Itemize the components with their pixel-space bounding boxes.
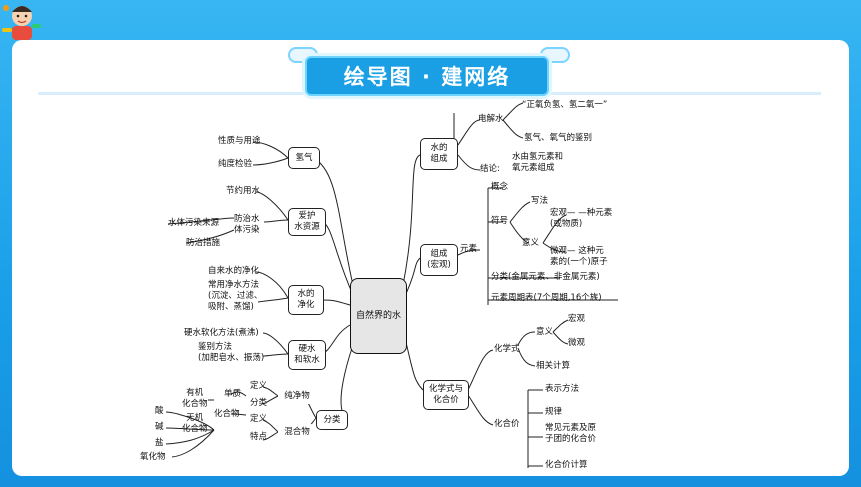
hardness-node: 硬水 和软水: [288, 340, 326, 370]
mind-map: 自然界的水 氢气 性质与用途 纯度检验 爱护 水资源 节约用水 防治水 体污染 …: [138, 100, 622, 473]
mixture-item: 定义: [250, 414, 268, 424]
symbol-node: 符号: [491, 216, 509, 226]
pure-item: 定义: [250, 381, 268, 391]
classification-node: 分类(金属元素、非金属元素): [491, 272, 600, 282]
purify-item: 常用净水方法 (沉淀、过滤、 吸附、蒸馏): [208, 280, 263, 312]
calc-node: 相关计算: [536, 361, 571, 371]
macro-meaning: 宏观— —种元素 (或物质): [550, 208, 613, 229]
pure-item: 分类: [250, 398, 268, 408]
hydrogen-node: 氢气: [288, 147, 320, 169]
mixture-node: 混合物: [278, 424, 316, 440]
concept-node: 概念: [491, 182, 509, 192]
electrolysis-node: 电解水: [478, 114, 504, 124]
center-node: 自然界的水: [350, 278, 407, 354]
writing-node: 写法: [531, 196, 549, 206]
mind-map-connectors: [165, 102, 618, 468]
acid-node: 酸: [155, 406, 164, 416]
hardness-item: 鉴别方法 (加肥皂水、振荡): [198, 342, 265, 363]
valence-node: 化合价: [494, 419, 520, 429]
base-node: 碱: [155, 422, 164, 432]
hardness-item: 硬水软化方法(煮沸): [184, 328, 259, 338]
macro-node: 宏观: [568, 314, 586, 324]
macro-composition-node: 组成 (宏观): [420, 244, 458, 276]
compound-node: 化合物: [214, 409, 240, 419]
oxide-node: 氧化物: [140, 452, 166, 462]
valence-item: 化合价计算: [545, 460, 588, 470]
protect-item: 水体污染来源: [168, 218, 220, 228]
mixture-item: 特点: [250, 432, 268, 442]
inorganic-node: 无机 化合物: [182, 413, 208, 434]
purify-item: 自来水的净化: [208, 266, 260, 276]
section-title: 绘导图 · 建网络: [305, 56, 549, 96]
purify-node: 水的 净化: [288, 285, 324, 315]
salt-node: 盐: [155, 438, 164, 448]
conclusion-text: 水由氢元素和 氧元素组成: [512, 152, 564, 173]
protect-item: 节约用水: [226, 186, 261, 196]
valence-item: 规律: [545, 407, 563, 417]
pure-substance-node: 纯净物: [278, 388, 316, 404]
electrolysis-item: “正氧负氢、氢二氧一”: [522, 100, 608, 110]
valence-item: 表示方法: [545, 384, 580, 394]
micro-meaning: 微观— 这种元 素的(一个)原子: [550, 246, 608, 267]
hydrogen-item: 纯度检验: [218, 159, 253, 169]
valence-item: 常见元素及原 子团的化合价: [545, 423, 597, 444]
elemental-node: 单质: [224, 389, 242, 399]
formula-valence-node: 化学式与 化合价: [423, 380, 469, 410]
micro-node: 微观: [568, 338, 586, 348]
formula-meaning-node: 意义: [536, 327, 554, 337]
meaning-node: 意义: [522, 238, 540, 248]
element-node: 元素: [460, 244, 478, 254]
protect-item: 防治水 体污染: [234, 214, 260, 235]
protect-water-node: 爱护 水资源: [288, 208, 326, 236]
section-title-text: 绘导图 · 建网络: [343, 65, 511, 89]
hydrogen-item: 性质与用途: [218, 136, 261, 146]
organic-node: 有机 化合物: [182, 388, 208, 409]
chem-formula-node: 化学式: [494, 344, 520, 354]
periodic-table-node: 元素周期表(7个周期,16个族): [491, 293, 602, 303]
electrolysis-item: 氢气、氧气的鉴别: [524, 133, 593, 143]
conclusion-label: 结论:: [480, 164, 500, 174]
mascot-icon: [2, 5, 41, 40]
protect-item: 防治措施: [186, 238, 221, 248]
water-composition-node: 水的 组成: [420, 138, 458, 170]
classify-node: 分类: [316, 410, 348, 430]
